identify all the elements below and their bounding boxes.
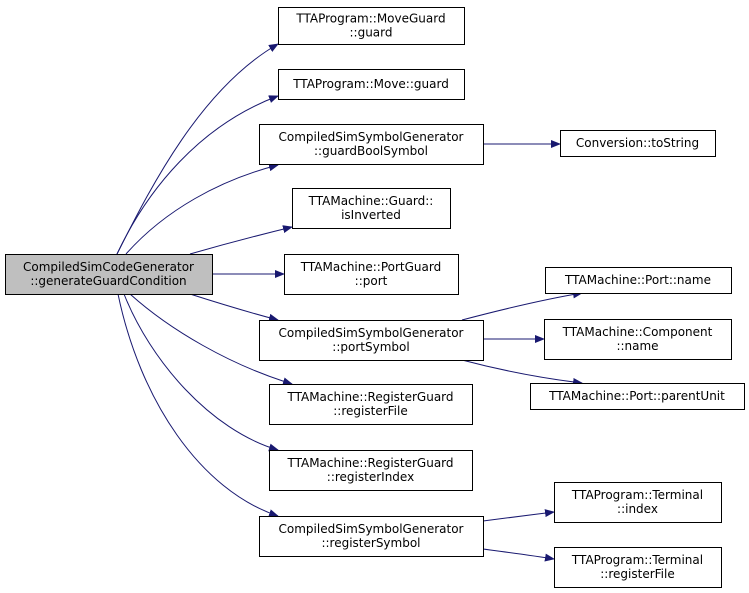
node-box [292,188,451,229]
node-terminal-index[interactable]: TTAProgram::Terminal::index [554,482,722,523]
edge-portsymbol-to-port-name [461,290,583,321]
node-isinverted[interactable]: TTAMachine::Guard::isInverted [292,188,451,229]
node-guardboolsymbol[interactable]: CompiledSimSymbolGenerator::guardBoolSym… [259,124,484,165]
node-root[interactable]: CompiledSimCodeGenerator::generateGuardC… [5,254,213,295]
edge-root-to-portsymbol [189,293,279,322]
node-move-guard[interactable]: TTAProgram::Move::guard [278,69,465,100]
node-label: TTAProgram::Move::guard [292,77,449,91]
node-label: Conversion::toString [576,136,699,150]
node-label: ::generateGuardCondition [30,274,186,288]
node-label: TTAProgram::Terminal [571,553,703,567]
node-label: TTAMachine::Component [562,325,713,339]
node-label: TTAMachine::RegisterGuard [286,456,453,470]
edge-root-to-registersymbol [117,293,279,517]
node-label: TTAMachine::Guard:: [308,194,434,208]
node-portguard-port[interactable]: TTAMachine::PortGuard::port [284,254,459,295]
node-label: TTAMachine::RegisterGuard [286,390,453,404]
node-label: ::registerFile [333,404,407,418]
node-label: ::registerFile [600,567,674,581]
node-component-name[interactable]: TTAMachine::Component::name [544,319,732,360]
node-box [259,124,484,165]
node-registersymbol[interactable]: CompiledSimSymbolGenerator::registerSymb… [259,516,484,557]
node-box [284,254,459,295]
node-box [554,547,722,588]
node-box [560,130,716,157]
node-box [278,7,465,45]
node-registerguard-registerfile[interactable]: TTAMachine::RegisterGuard::registerFile [269,384,473,425]
edge-root-to-moveguard-guard [116,43,279,255]
node-label: ::guard [349,26,392,40]
edge-portsymbol-to-port-parentunit [461,359,583,386]
node-label: ::registerSymbol [321,536,420,550]
node-label: CompiledSimCodeGenerator [23,260,194,274]
edge-registersymbol-to-terminal-registerfile [482,548,555,562]
node-port-parentunit[interactable]: TTAMachine::Port::parentUnit [530,383,745,410]
edge-root-to-registerguard-registerindex [123,293,279,452]
node-box [5,254,213,295]
node-moveguard-guard[interactable]: TTAProgram::MoveGuard::guard [278,7,465,45]
node-portsymbol[interactable]: CompiledSimSymbolGenerator::portSymbol [259,320,484,361]
node-label: ::port [355,274,388,288]
nodes-layer: CompiledSimCodeGenerator::generateGuardC… [5,7,745,588]
edge-root-to-registerguard-registerfile [129,293,293,386]
node-box [278,69,465,100]
node-box [259,516,484,557]
node-box [554,482,722,523]
node-label: TTAMachine::PortGuard [300,260,441,274]
node-tostring[interactable]: Conversion::toString [560,130,716,157]
edge-root-to-move-guard [116,95,279,255]
node-box [259,320,484,361]
node-label: isInverted [341,208,401,222]
edge-registersymbol-to-terminal-index [482,509,555,522]
node-label: CompiledSimSymbolGenerator [279,326,464,340]
node-box [269,450,473,491]
node-label: TTAProgram::MoveGuard [295,12,445,26]
edges-layer [116,43,583,562]
node-label: CompiledSimSymbolGenerator [279,130,464,144]
node-terminal-registerfile[interactable]: TTAProgram::Terminal::registerFile [554,547,722,588]
node-label: CompiledSimSymbolGenerator [279,522,464,536]
node-label: ::registerIndex [327,470,414,484]
node-label: ::portSymbol [332,340,409,354]
edge-root-to-isinverted [189,225,293,255]
node-port-name[interactable]: TTAMachine::Port::name [545,267,732,294]
node-box [269,384,473,425]
node-box [530,383,745,410]
edge-root-to-guardboolsymbol [125,163,279,255]
node-label: ::guardBoolSymbol [314,144,428,158]
node-registerguard-registerindex[interactable]: TTAMachine::RegisterGuard::registerIndex [269,450,473,491]
node-label: TTAProgram::Terminal [571,488,703,502]
node-label: ::name [616,339,658,353]
node-label: TTAMachine::Port::parentUnit [548,389,725,403]
node-label: TTAMachine::Port::name [564,273,711,287]
node-label: ::index [617,502,658,516]
node-box [545,267,732,294]
node-box [544,319,732,360]
